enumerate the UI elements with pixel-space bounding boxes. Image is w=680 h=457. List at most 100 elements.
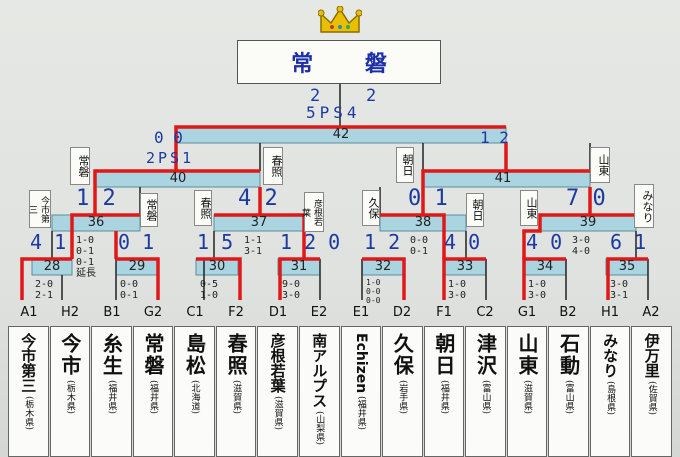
match-32-number: 32	[374, 259, 392, 274]
pos-label: B2	[559, 305, 577, 320]
final-side-right-score: 1 2	[480, 128, 509, 147]
qf-37-score-right: 1 2 0	[280, 230, 341, 254]
qf-37-score-left: 1 5	[197, 230, 234, 254]
final-pk: 5PS4	[306, 103, 361, 122]
r1-29-detail: 0-0 0-1	[120, 279, 139, 301]
pos-label: A2	[642, 305, 660, 320]
r1-35-detail: 3-0 3-1	[610, 279, 629, 301]
pos-label: B1	[103, 305, 121, 320]
team-card: 伊万里(佐賀県)	[631, 326, 672, 457]
qf-39-detail: 3-0 4-0	[572, 235, 591, 257]
r1-30-detail: 0-5 1-0	[200, 279, 219, 301]
r1-32-detail: 1-0 0-0 0-0	[366, 278, 381, 305]
team-card: 朝日(福井県)	[423, 326, 465, 457]
crown-icon	[318, 6, 362, 33]
pos-label: G2	[143, 305, 163, 320]
pos-label: C1	[186, 305, 204, 320]
pos-label: F2	[228, 305, 244, 320]
team-name: 彦根若葉	[268, 333, 287, 393]
team-name: 南アルプス	[310, 333, 329, 408]
qf-39-score-right: 6 1	[610, 230, 647, 254]
team-name: 春照	[224, 333, 249, 377]
team-prefecture: (福井県)	[438, 380, 449, 415]
r1-33-detail: 1-0 3-0	[448, 279, 467, 301]
team-prefecture: (岩手県)	[397, 380, 408, 415]
pos-label: F1	[436, 305, 452, 320]
flag-qf-38-left: 久保	[362, 190, 380, 226]
team-name: みなり	[601, 333, 620, 378]
team-prefecture: (佐賀県)	[646, 381, 657, 416]
match-40-number: 40	[169, 171, 187, 186]
r1-28-detail: 2-0 2-1	[35, 279, 54, 301]
team-prefecture: (滋賀県)	[272, 396, 283, 431]
final-side-left-score: 0 0	[154, 128, 183, 147]
team-card: みなり(島根県)	[589, 326, 631, 457]
team-name: 糸生	[99, 333, 124, 377]
team-card: Echizen(福井県)	[340, 326, 382, 457]
r1-34-detail: 1-0 3-0	[528, 279, 547, 301]
winner-lines	[20, 125, 648, 300]
team-name: Echizen	[352, 333, 369, 394]
match-35-number: 35	[618, 259, 636, 274]
flag-semi-40-right-b: 春照	[194, 190, 212, 226]
team-prefecture: (栃木県)	[23, 396, 34, 431]
pos-label: D1	[268, 305, 288, 320]
flag-qf-39-left: 山東	[520, 190, 538, 226]
team-name: 常磐	[140, 333, 165, 377]
match-28-number: 28	[43, 259, 61, 274]
match-38-number: 38	[414, 215, 432, 230]
r1-31-detail: 9-0 3-0	[282, 279, 301, 301]
flag-semi-41-right: 山東	[590, 147, 610, 183]
team-name: 今市	[57, 333, 82, 377]
team-prefecture: (富山県)	[480, 380, 491, 415]
match-30-number: 30	[208, 259, 226, 274]
pos-label: H1	[600, 305, 620, 320]
team-prefecture: (山梨県)	[314, 411, 325, 446]
semi-40-score-right: 4 2	[238, 186, 278, 211]
team-cards: 今市第三(栃木県) 今市(栃木県) 糸生(福井県) 常磐(福井県) 島松(北海道…	[8, 326, 672, 457]
team-card: 石動 (富山県)	[548, 326, 589, 457]
qf-36-detail: 1-0 0-1 0-1 延長	[76, 235, 96, 279]
team-card: 南アルプス (山梨県)	[298, 326, 340, 457]
pos-label: C2	[476, 305, 494, 320]
team-prefecture: (富山県)	[563, 380, 574, 415]
pos-label: E2	[310, 305, 328, 320]
team-name: 島松	[182, 333, 207, 377]
qf-38-score-right: 4 0	[444, 230, 481, 254]
match-33-number: 33	[456, 259, 474, 274]
match-37-number: 37	[250, 215, 268, 230]
pos-label: H2	[60, 305, 80, 320]
semi-41-score-left: 0 1	[408, 186, 448, 211]
qf-38-score-left: 1 2	[364, 230, 401, 254]
pos-label: D2	[392, 305, 412, 320]
team-card: 今市第三(栃木県)	[8, 326, 49, 457]
team-prefecture: (栃木県)	[64, 380, 75, 415]
team-card: 春照 (滋賀県)	[215, 326, 257, 457]
flag-final-right: 春照	[263, 147, 283, 185]
team-prefecture: (北海道)	[189, 380, 200, 415]
team-prefecture: (滋賀県)	[522, 380, 533, 415]
qf-36-score-right: 0 1	[118, 230, 155, 254]
champion-box: 常 磐	[237, 40, 441, 84]
team-card: 今市 (栃木県)	[49, 326, 91, 457]
flag-semi-41-left: 朝日	[396, 147, 414, 183]
team-card: 彦根若葉 (滋賀県)	[257, 326, 298, 457]
champion-name: 常 磐	[291, 52, 409, 77]
team-name: 津沢	[473, 333, 498, 377]
semi-40-score-left: 1 2	[76, 186, 116, 211]
team-card: 津沢 (富山県)	[465, 326, 506, 457]
flag-qf-38-right: 朝日	[466, 193, 484, 227]
final-score-left: 2	[310, 86, 321, 106]
team-name: 久保	[390, 333, 415, 377]
pos-label: E1	[352, 305, 370, 320]
team-name: 山東	[515, 333, 540, 377]
pos-label: A1	[20, 305, 38, 320]
team-card: 島松 (北海道)	[174, 326, 215, 457]
team-prefecture: (滋賀県)	[231, 380, 242, 415]
match-41-number: 41	[494, 171, 512, 186]
semi-40-pk: 2PS1	[146, 149, 195, 167]
final-score-right: 2	[366, 86, 377, 106]
team-card: 山東 (滋賀県)	[506, 326, 548, 457]
match-29-number: 29	[128, 259, 146, 274]
team-name: 石動	[556, 333, 581, 377]
